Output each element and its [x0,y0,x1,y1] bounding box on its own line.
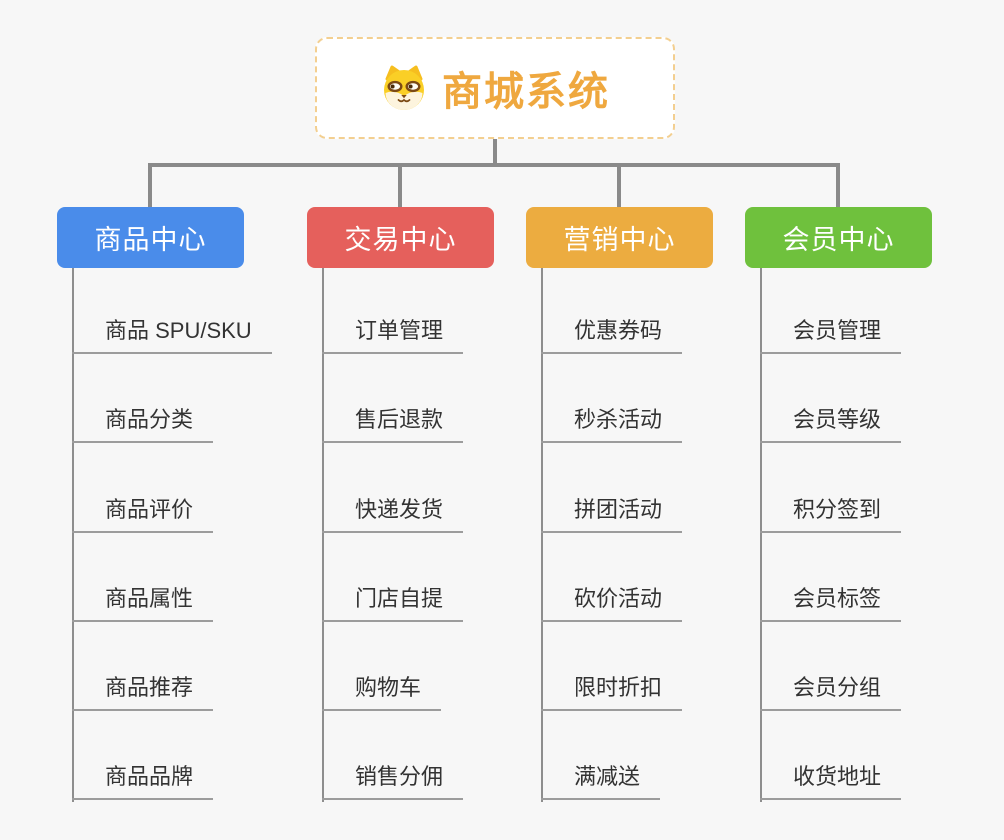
leaf-node[interactable]: 会员等级 [760,405,902,443]
leaf-node[interactable]: 快递发货 [322,495,464,533]
leaf-node[interactable]: 商品评价 [72,495,214,533]
leaf-node[interactable]: 会员管理 [760,316,902,354]
branch-node-member-center[interactable]: 会员中心 [745,207,932,268]
branch-node-product-center[interactable]: 商品中心 [57,207,244,268]
root-title: 商城系统 [442,70,610,114]
leaf-node[interactable]: 商品推荐 [72,673,214,711]
branch-marketing-center: 营销中心 优惠券码 秒杀活动 拼团活动 砍价活动 限时折扣 满减送 [526,207,786,817]
leaf-node[interactable]: 积分签到 [760,495,902,533]
leaf-node[interactable]: 拼团活动 [541,495,683,533]
branch-node-marketing-center[interactable]: 营销中心 [526,207,713,268]
leaf-node[interactable]: 限时折扣 [541,673,683,711]
connector-stub [617,163,621,209]
connector-cross-bar [148,163,840,167]
leaf-node[interactable]: 购物车 [322,673,442,711]
leaf-node[interactable]: 商品品牌 [72,762,214,800]
leaf-node[interactable]: 商品 SPU/SKU [72,316,272,354]
branch-trade-center: 交易中心 订单管理 售后退款 快递发货 门店自提 购物车 销售分佣 [307,207,567,817]
leaf-node[interactable]: 销售分佣 [322,762,464,800]
branch-trunk-line [541,268,543,802]
root-node[interactable]: 商城系统 [315,37,675,139]
leaf-node[interactable]: 优惠券码 [541,316,683,354]
connector-stub [148,163,152,209]
connector-root-stem [493,139,497,167]
connector-stub [836,163,840,209]
leaf-node[interactable]: 售后退款 [322,405,464,443]
branch-trunk-line [72,268,74,802]
leaf-node[interactable]: 砍价活动 [541,584,683,622]
connector-stub [398,163,402,209]
dog-face-icon [384,65,424,110]
branch-trunk-line [322,268,324,802]
branch-product-center: 商品中心 商品 SPU/SKU 商品分类 商品评价 商品属性 商品推荐 商品品牌 [57,207,317,817]
leaf-node[interactable]: 订单管理 [322,316,464,354]
leaf-node[interactable]: 收货地址 [760,762,902,800]
leaf-node[interactable]: 商品分类 [72,405,214,443]
leaf-node[interactable]: 会员分组 [760,673,902,711]
leaf-node[interactable]: 会员标签 [760,584,902,622]
branch-node-trade-center[interactable]: 交易中心 [307,207,494,268]
branch-member-center: 会员中心 会员管理 会员等级 积分签到 会员标签 会员分组 收货地址 [745,207,1004,817]
leaf-node[interactable]: 满减送 [541,762,661,800]
leaf-node[interactable]: 商品属性 [72,584,214,622]
leaf-node[interactable]: 门店自提 [322,584,464,622]
leaf-node[interactable]: 秒杀活动 [541,405,683,443]
branch-trunk-line [760,268,762,802]
